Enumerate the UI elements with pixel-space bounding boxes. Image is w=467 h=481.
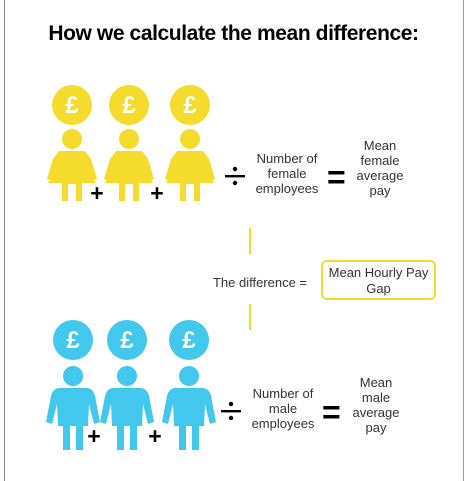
female-employee-count-label: Number of female employees xyxy=(255,151,319,196)
svg-text:£: £ xyxy=(183,92,197,119)
female-figure-coin-icon: £ xyxy=(47,85,97,201)
mean-female-average-pay-label: Mean female average pay xyxy=(356,138,404,198)
svg-text:£: £ xyxy=(120,327,134,354)
male-plus-sign-2: + xyxy=(148,423,162,449)
diagram-title: How we calculate the mean difference: xyxy=(48,22,419,45)
mean-hourly-pay-gap-box: Mean Hourly Pay Gap xyxy=(321,260,436,300)
female-figure-coin-icon: £ xyxy=(104,85,154,201)
male-employee-count-label: Number of male employees xyxy=(251,386,315,431)
female-divide-icon xyxy=(225,166,245,186)
svg-text:£: £ xyxy=(182,327,196,354)
female-figure-coin-icon: £ xyxy=(165,85,215,201)
svg-text:£: £ xyxy=(122,92,136,119)
connector-line-bottom xyxy=(249,304,251,330)
male-figure-coin-icon: £ xyxy=(100,320,154,450)
mean-hourly-pay-gap-label: Mean Hourly Pay Gap xyxy=(328,265,429,296)
male-divide-icon xyxy=(221,401,241,421)
connector-line-top xyxy=(249,228,251,254)
female-plus-sign-2: + xyxy=(150,180,164,206)
difference-label: The difference = xyxy=(212,275,308,290)
svg-text:£: £ xyxy=(65,92,79,119)
male-figure-coin-icon: £ xyxy=(46,320,100,450)
female-equals-sign: = xyxy=(327,159,346,195)
frame-border-right xyxy=(463,0,464,481)
mean-male-average-pay-label: Mean male average pay xyxy=(352,375,400,435)
svg-text:£: £ xyxy=(66,327,80,354)
frame-border-left xyxy=(4,0,5,481)
male-plus-sign-1: + xyxy=(87,423,101,449)
male-figure-coin-icon: £ xyxy=(162,320,216,450)
male-equals-sign: = xyxy=(322,394,341,430)
female-plus-sign-1: + xyxy=(90,180,104,206)
